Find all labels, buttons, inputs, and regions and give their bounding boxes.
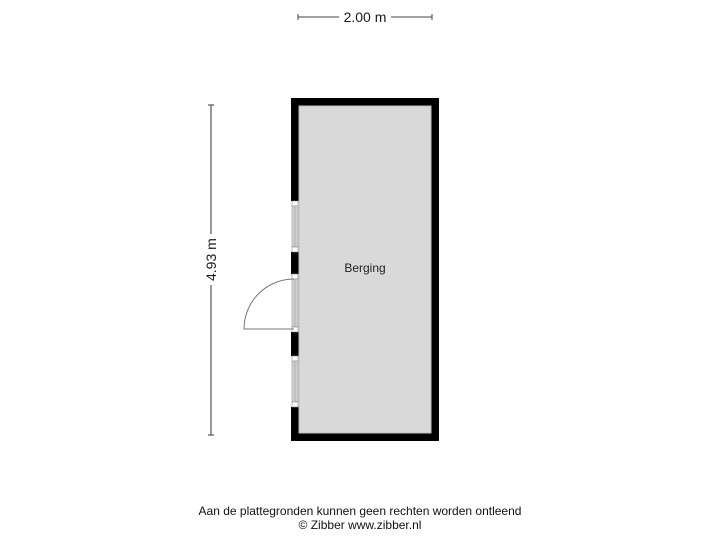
room-label-berging: Berging [344, 261, 386, 275]
walls [291, 98, 439, 441]
height-dimension-text: 4.93 m [203, 234, 219, 285]
room-floor-berging [299, 106, 431, 433]
window-top [291, 200, 299, 253]
copyright-text: © Zibber www.zibber.nl [298, 518, 422, 532]
height-dimension-label: 4.93 m [201, 234, 221, 285]
disclaimer-text: Aan de plattegronden kunnen geen rechten… [198, 504, 522, 518]
window-bottom [291, 355, 299, 408]
width-dimension-text: 2.00 m [338, 9, 392, 25]
width-dimension-label: 2.00 m [298, 7, 432, 27]
door [243, 273, 299, 333]
